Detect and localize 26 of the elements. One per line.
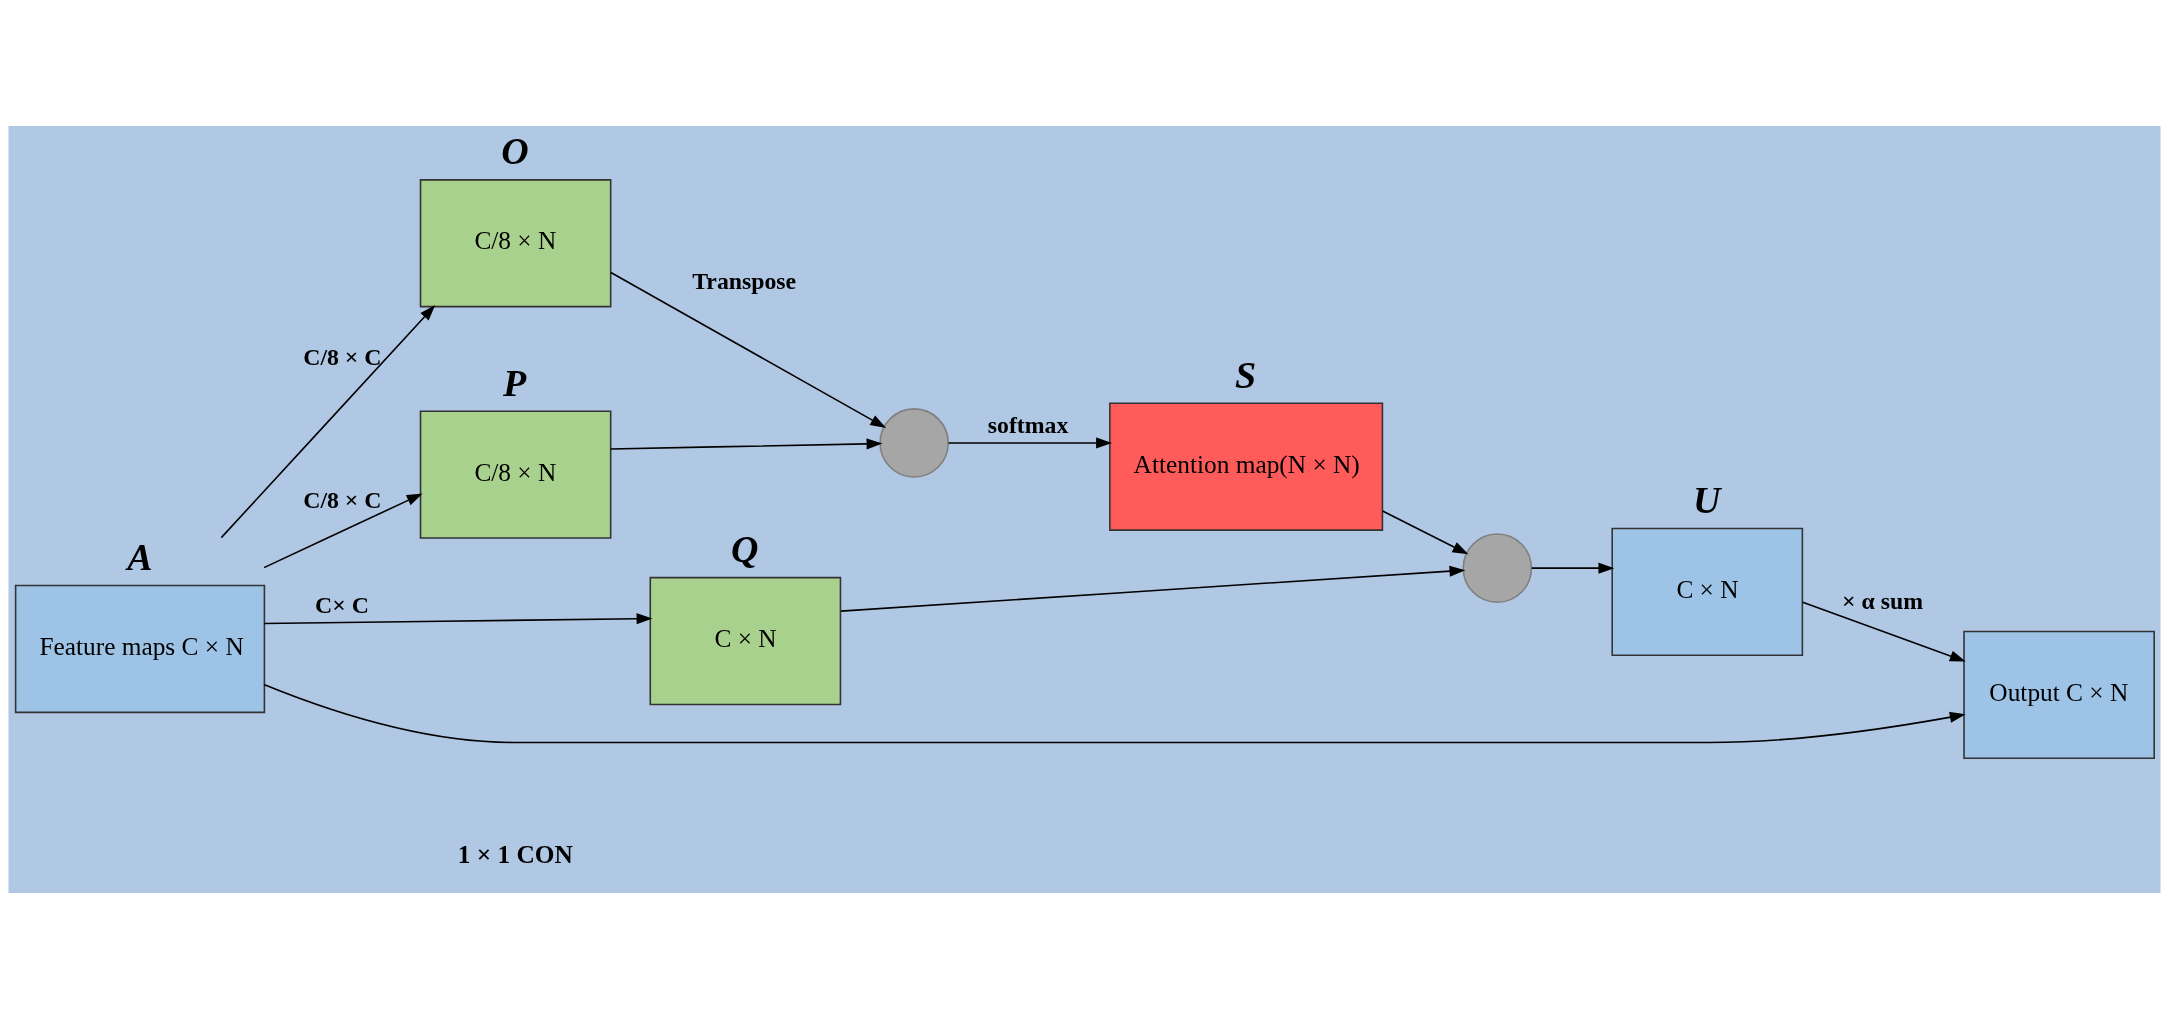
arrow — [610, 438, 883, 450]
node-label: U — [1693, 478, 1721, 521]
arrow — [263, 683, 1966, 744]
edge-label: C/8 × C — [303, 486, 382, 513]
arrow — [220, 305, 436, 539]
arrow — [610, 271, 887, 428]
arrow — [840, 565, 1466, 612]
node-circle — [1462, 533, 1533, 603]
node-label: A — [127, 536, 153, 579]
edge-label: C× C — [315, 591, 369, 618]
node-label: P — [502, 361, 527, 404]
arrow — [263, 493, 423, 569]
edge-label: softmax — [987, 412, 1069, 439]
node-label: O — [501, 130, 529, 173]
arrow — [1530, 562, 1615, 574]
arrow — [1802, 601, 1966, 662]
arrow — [1381, 510, 1469, 555]
node-label: Q — [731, 528, 759, 571]
label: 1 × 1 CON — [457, 839, 573, 868]
edge-label: C/8 × C — [303, 344, 382, 371]
arrow — [947, 437, 1112, 449]
arrow — [263, 613, 653, 625]
edge-label: Transpose — [692, 268, 797, 295]
edge-label: × α sum — [1841, 588, 1923, 615]
node-circle — [879, 408, 949, 478]
node-label: S — [1235, 353, 1257, 396]
